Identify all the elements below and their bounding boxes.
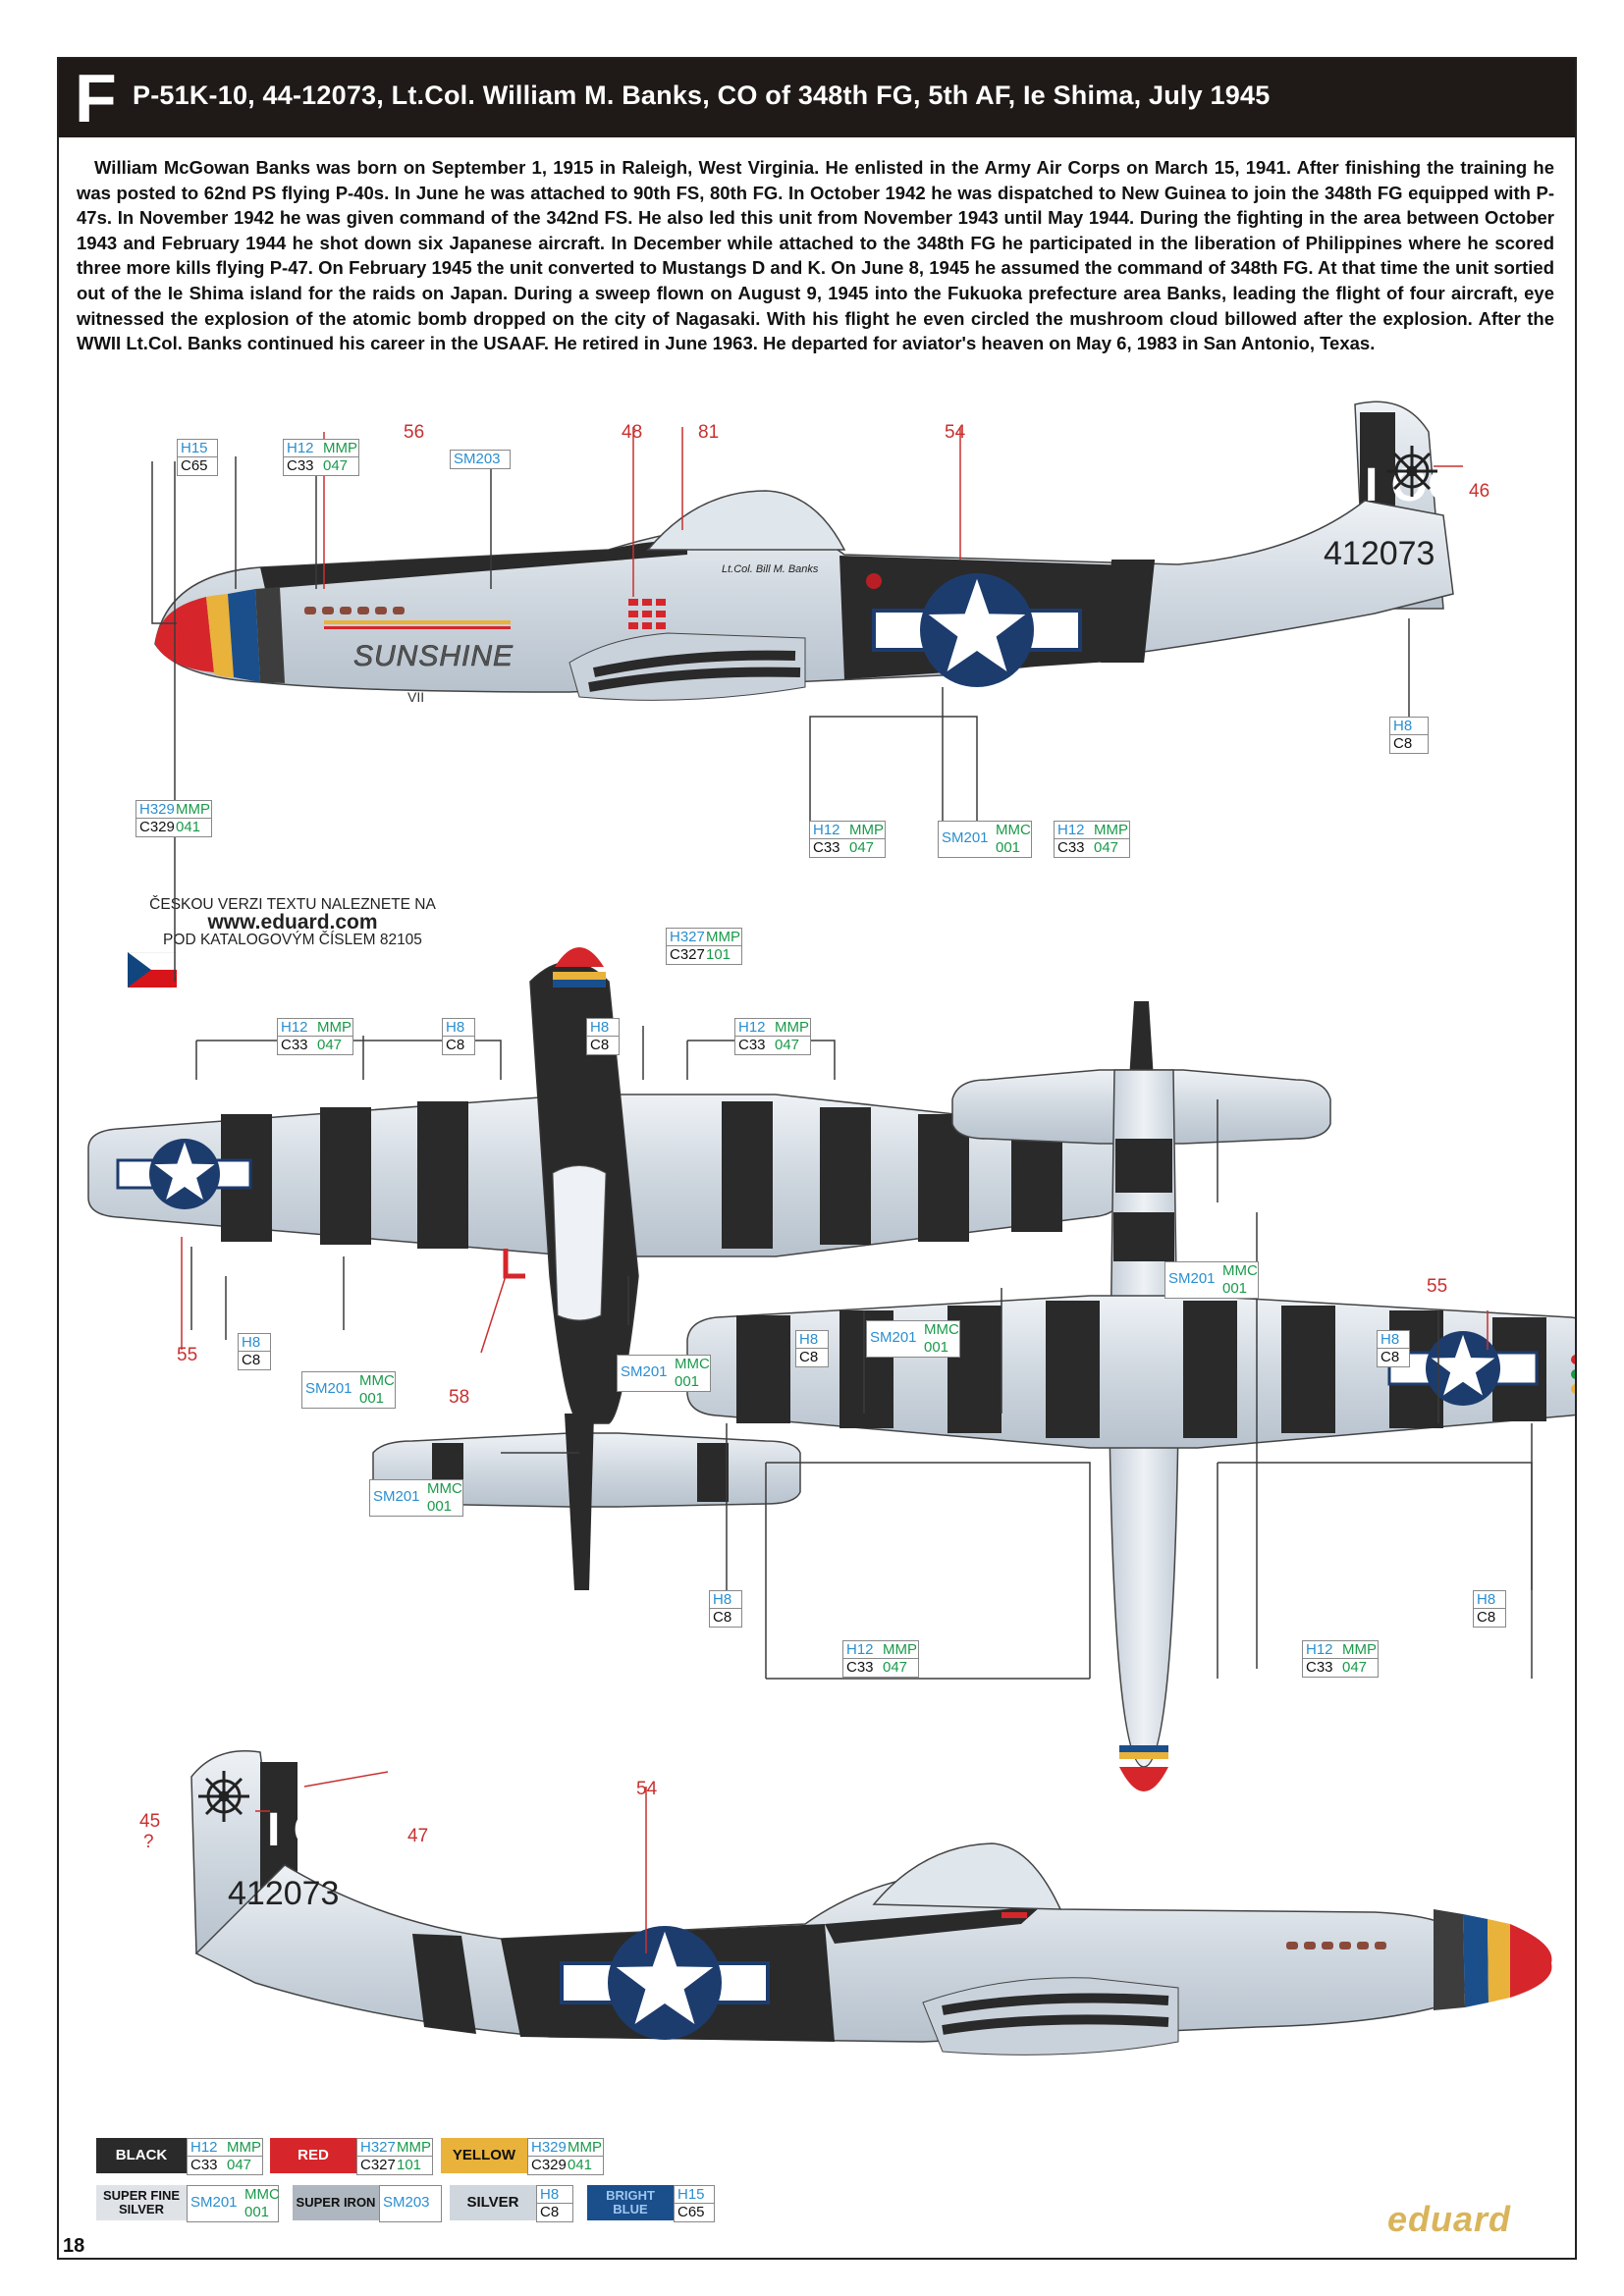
- legend-super-iron: SUPER IRON: [293, 2185, 379, 2220]
- callout-48: 48: [622, 422, 643, 443]
- legend-red: RED: [270, 2138, 356, 2173]
- callout-56: 56: [404, 422, 425, 443]
- callout-54-b: 54: [636, 1779, 658, 1799]
- czech-flag-icon: [128, 952, 177, 988]
- code-h8-b: H8 C8: [442, 1018, 475, 1055]
- profile-title: P-51K-10, 44-12073, Lt.Col. William M. B…: [133, 80, 1271, 110]
- callout-55-a: 55: [1427, 1276, 1448, 1297]
- code-h8-h: H8 C8: [1473, 1590, 1506, 1628]
- callout-58: 58: [449, 1387, 470, 1408]
- profile-header: F P-51K-10, 44-12073, Lt.Col. William M.…: [59, 59, 1575, 137]
- code-h8-f: H8 C8: [1377, 1330, 1410, 1367]
- page-number: 18: [63, 2235, 85, 2257]
- biography-text: William McGowan Banks was born on Septem…: [77, 155, 1554, 356]
- legend-super-iron-code: SM203: [379, 2185, 442, 2222]
- czech-note-line2: POD KATALOGOVÝM ČÍSLEM 82105: [163, 932, 422, 948]
- callout-46: 46: [1469, 481, 1490, 502]
- profile-letter: F: [75, 60, 117, 136]
- tail-serial-right: 412073: [228, 1875, 339, 1912]
- legend-super-fine-silver: SUPER FINE SILVER: [96, 2185, 187, 2220]
- code-h8-g: H8 C8: [709, 1590, 742, 1628]
- czech-note-line1: ČESKOU VERZI TEXTU NALEZNETE NA: [149, 896, 436, 913]
- aircraft-drawings: SUNSHINE Lt.Col. Bill M. Banks I OO 4120…: [87, 400, 1575, 2056]
- pilot-name-text: Lt.Col. Bill M. Banks: [722, 563, 819, 575]
- page-frame: [57, 57, 1577, 2260]
- legend-silver: SILVER: [450, 2185, 536, 2220]
- czech-note: ČESKOU VERZI TEXTU NALEZNETE NA www.edua…: [126, 896, 460, 949]
- callout-47: 47: [407, 1826, 429, 1846]
- tail-letter-right: I OO: [267, 1804, 366, 1856]
- biography-paragraph: William McGowan Banks was born on Septem…: [77, 157, 1554, 354]
- tail-serial: 412073: [1324, 535, 1435, 572]
- tail-wheel-emblem: [1386, 446, 1437, 497]
- right-side-view: I OO 412073: [190, 1750, 1552, 2056]
- code-h15: H15 C65: [177, 439, 218, 476]
- callout-55-b: 55: [177, 1345, 198, 1365]
- legend-bright-blue: BRIGHT BLUE: [587, 2185, 674, 2220]
- tail-wheel-emblem-right: [198, 1771, 249, 1822]
- top-view: [87, 947, 1120, 1590]
- code-sm203-a: SM203: [450, 450, 511, 469]
- code-h8-d: H8 C8: [238, 1333, 271, 1370]
- legend-black: BLACK: [96, 2138, 187, 2173]
- nose-art-text: SUNSHINE: [353, 640, 514, 672]
- callout-45: 45: [139, 1811, 161, 1832]
- code-h8-c: H8 C8: [586, 1018, 620, 1055]
- legend-yellow: YELLOW: [441, 2138, 527, 2173]
- code-h8-e: H8 C8: [795, 1330, 829, 1367]
- stencil-text: VII: [407, 689, 424, 705]
- callout-81: 81: [698, 422, 720, 443]
- legend-bright-blue-code: H15 C65: [674, 2185, 715, 2222]
- czech-note-url: www.eduard.com: [207, 911, 378, 934]
- code-h8-a: H8 C8: [1389, 717, 1429, 754]
- eduard-logo: eduard: [1387, 2199, 1512, 2239]
- legend-silver-code: H8 C8: [536, 2185, 573, 2222]
- callout-54: 54: [945, 422, 966, 443]
- left-side-view: SUNSHINE Lt.Col. Bill M. Banks I OO 4120…: [151, 400, 1464, 982]
- callout-45-question: ?: [143, 1832, 154, 1852]
